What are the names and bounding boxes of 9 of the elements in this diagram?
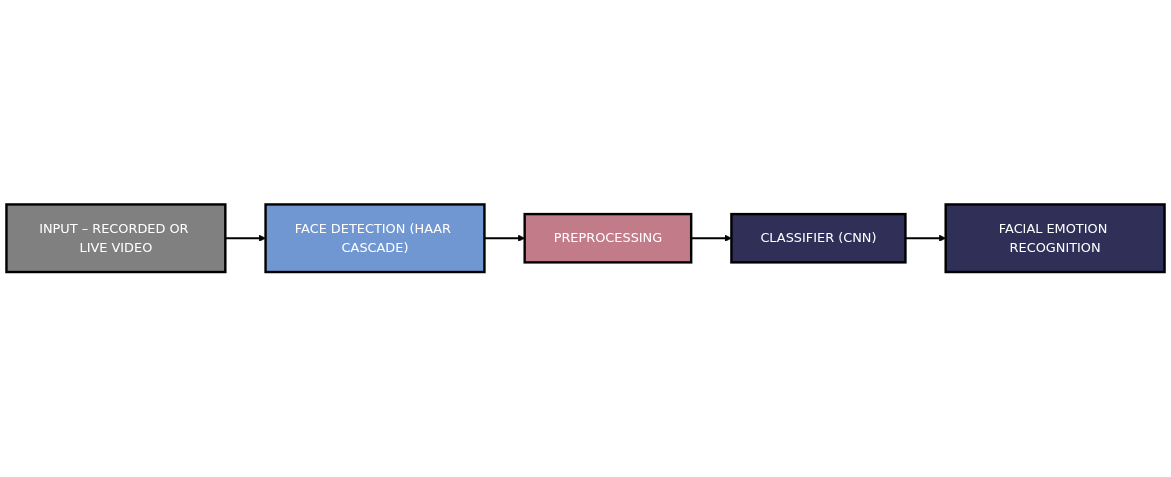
node-box: INPUT – RECORDED OR LIVE VIDEO [5, 203, 227, 274]
node-box: CLASSIFIER (CNN) [730, 213, 907, 264]
node-box: FACIAL EMOTION RECOGNITION [944, 203, 1166, 274]
arrow [691, 234, 732, 243]
arrow [225, 234, 266, 243]
node-box: FACE DETECTION (HAAR CASCADE) [264, 203, 486, 274]
arrow [484, 234, 525, 243]
node-box: PREPROCESSING [523, 213, 693, 264]
arrow [905, 234, 946, 243]
